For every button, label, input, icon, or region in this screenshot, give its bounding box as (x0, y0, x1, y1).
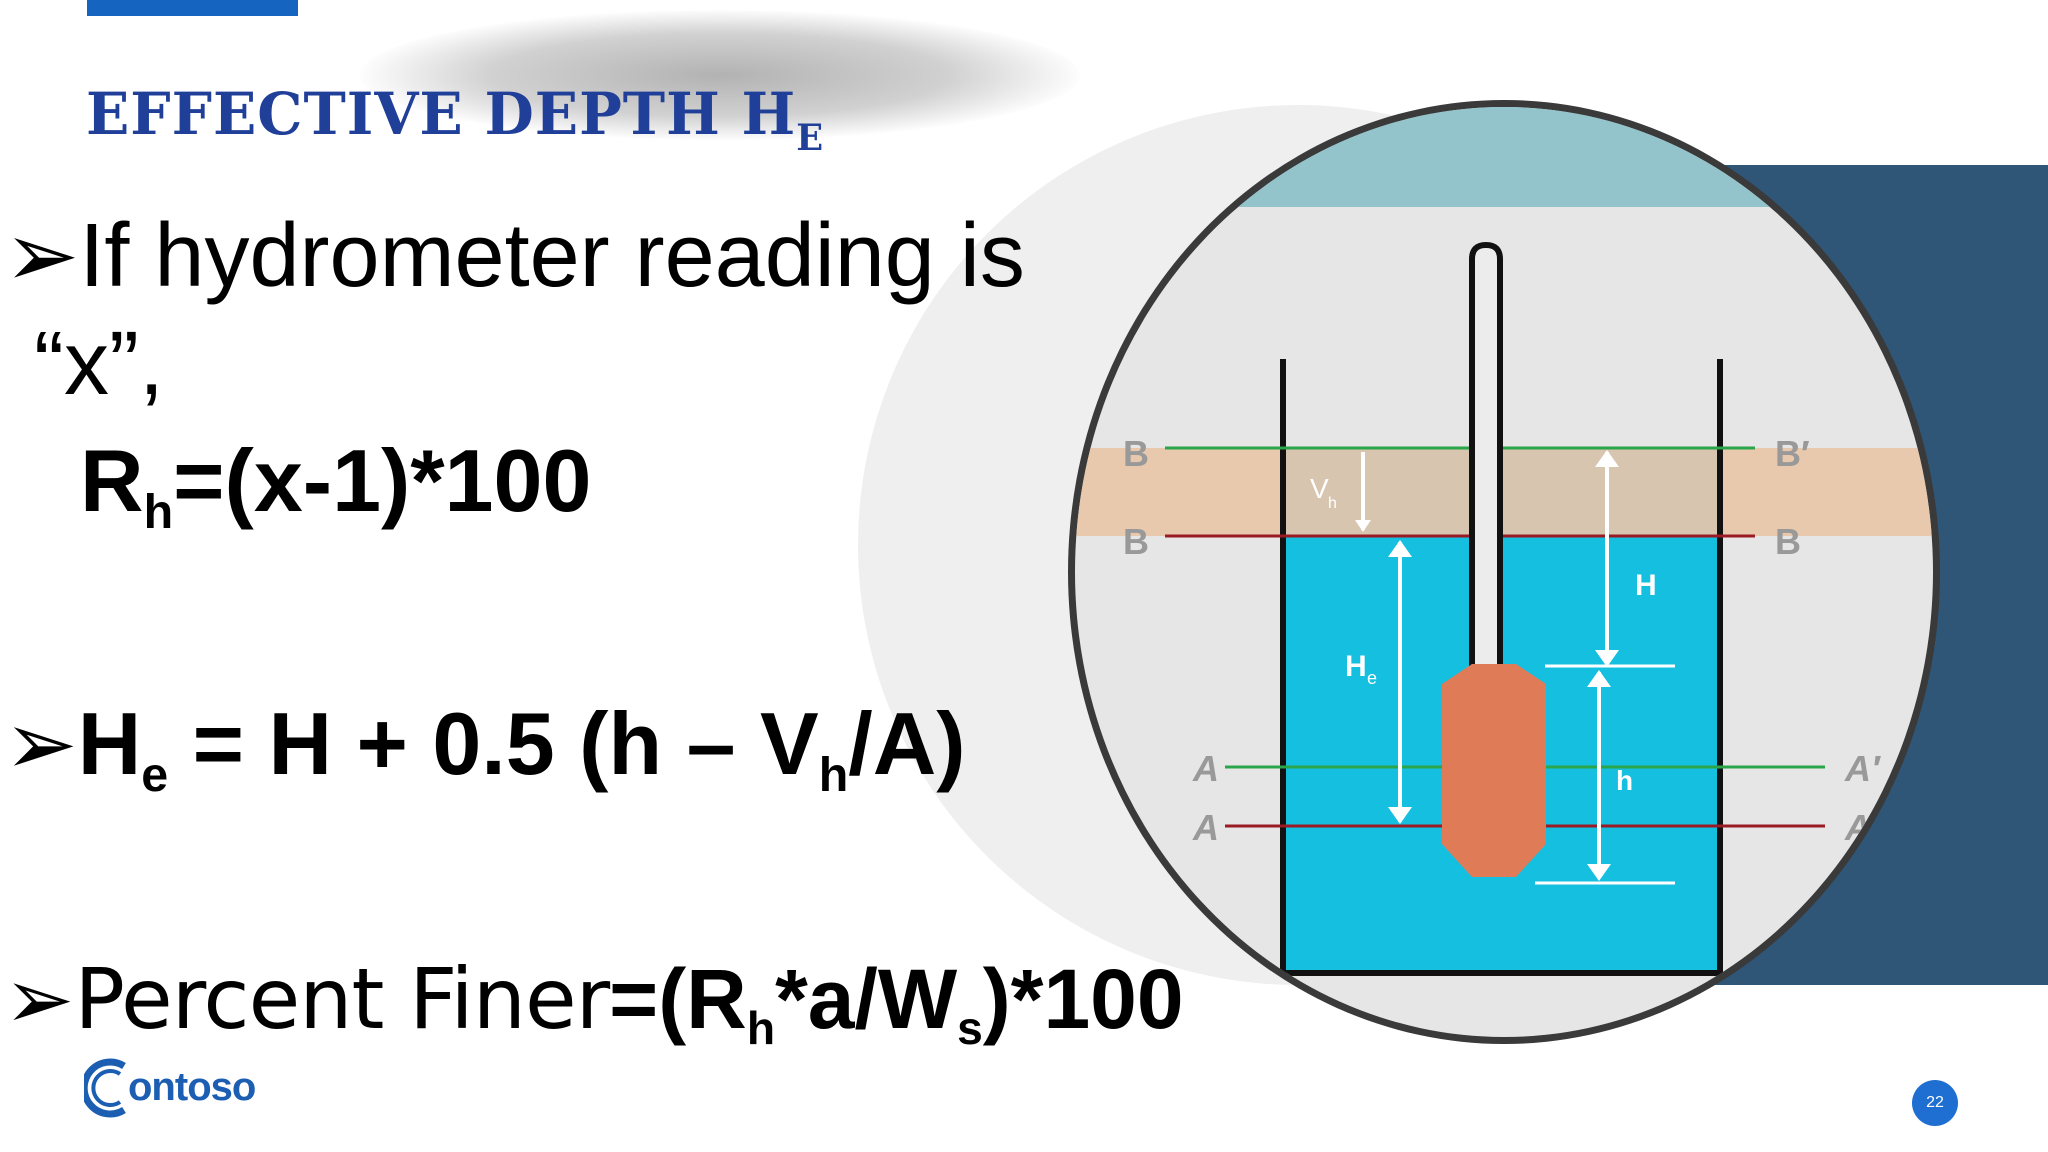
he-subscript: e (141, 747, 169, 802)
he-expression: = H + 0.5 (h – V (168, 694, 819, 793)
bullet-text-line2: “x”, (34, 314, 164, 414)
pf-subscript-h: h (746, 1002, 776, 1055)
hydrometer-bulb (1442, 664, 1546, 877)
title-shadow (360, 10, 1080, 140)
contoso-logo-icon (80, 1058, 126, 1118)
bullet-text-line1: If hydrometer reading is (79, 206, 1025, 306)
label-H: H (1635, 569, 1657, 602)
rh-symbol: R (80, 431, 144, 530)
label-B-left-top: B (1123, 433, 1149, 474)
hydrometer-diagram: B B′ B B A A′ A A V h H H e h (1068, 100, 1940, 1044)
page-number-badge: 22 (1912, 1080, 1958, 1126)
pf-part-b: *a/W (775, 952, 958, 1046)
label-vh-sub: h (1328, 495, 1337, 512)
label-B-right-bottom: B (1775, 521, 1801, 562)
vh-subscript: h (818, 747, 849, 802)
rh-subscript: h (143, 484, 174, 539)
formula-rh: Rh=(x-1)*100 (80, 430, 592, 539)
h-arrow-head-top (1595, 450, 1619, 467)
pf-part-c: )*100 (982, 952, 1184, 1046)
label-A-left-bottom: A (1192, 807, 1219, 848)
label-A-left-top: A (1192, 748, 1219, 789)
percent-finer-label: Percent Finer (74, 950, 610, 1048)
pf-formula: =(Rh*a/Ws)*100 (609, 952, 1184, 1054)
bullet-hydrometer-reading: ➢If hydrometer reading is (4, 203, 1025, 308)
top-band (1075, 107, 1933, 207)
pf-subscript-s: s (957, 1002, 983, 1055)
small-h-arrow-head-top (1587, 670, 1611, 687)
label-He: H (1345, 650, 1367, 683)
small-h-arrow-head-bottom (1587, 864, 1611, 881)
bullet-he-formula: ➢He = H + 0.5 (h – Vh/A) (4, 692, 966, 802)
vh-arrow-head (1355, 520, 1371, 532)
label-B-left-bottom: B (1123, 521, 1149, 562)
label-vh: V (1310, 473, 1329, 504)
contoso-logo: ontoso (80, 1056, 256, 1125)
he-expression-end: /A) (848, 694, 966, 793)
hydrometer-stem (1469, 241, 1503, 677)
label-h: h (1616, 765, 1633, 796)
h-arrow-head-bottom (1595, 650, 1619, 667)
bullet-arrow-icon: ➢ (4, 692, 78, 795)
label-He-sub: e (1367, 668, 1377, 688)
bullet-percent-finer: ➢Percent Finer=(Rh*a/Ws)*100 (4, 950, 1184, 1054)
title-main: EFFECTIVE DEPTH H (86, 80, 797, 148)
bullet-arrow-icon: ➢ (4, 203, 80, 308)
header-accent-bar (87, 0, 298, 16)
he-symbol: H (77, 694, 142, 793)
slide-title: EFFECTIVE DEPTH HE (86, 80, 824, 159)
label-A-right-bottom: A (1844, 807, 1871, 848)
bullet-arrow-icon: ➢ (4, 950, 75, 1048)
hydrometer-diagram-svg: B B′ B B A A′ A A V h H H e h (1075, 107, 1933, 976)
he-arrow-head-top (1388, 540, 1412, 557)
logo-text: ontoso (128, 1065, 256, 1109)
he-arrow-head-bottom (1388, 807, 1412, 824)
pf-part-a: =(R (609, 952, 747, 1046)
title-subscript: E (796, 117, 825, 159)
label-A-right-top: A′ (1844, 748, 1881, 789)
label-B-right-top: B′ (1775, 433, 1810, 474)
rh-expression: =(x-1)*100 (173, 431, 592, 530)
